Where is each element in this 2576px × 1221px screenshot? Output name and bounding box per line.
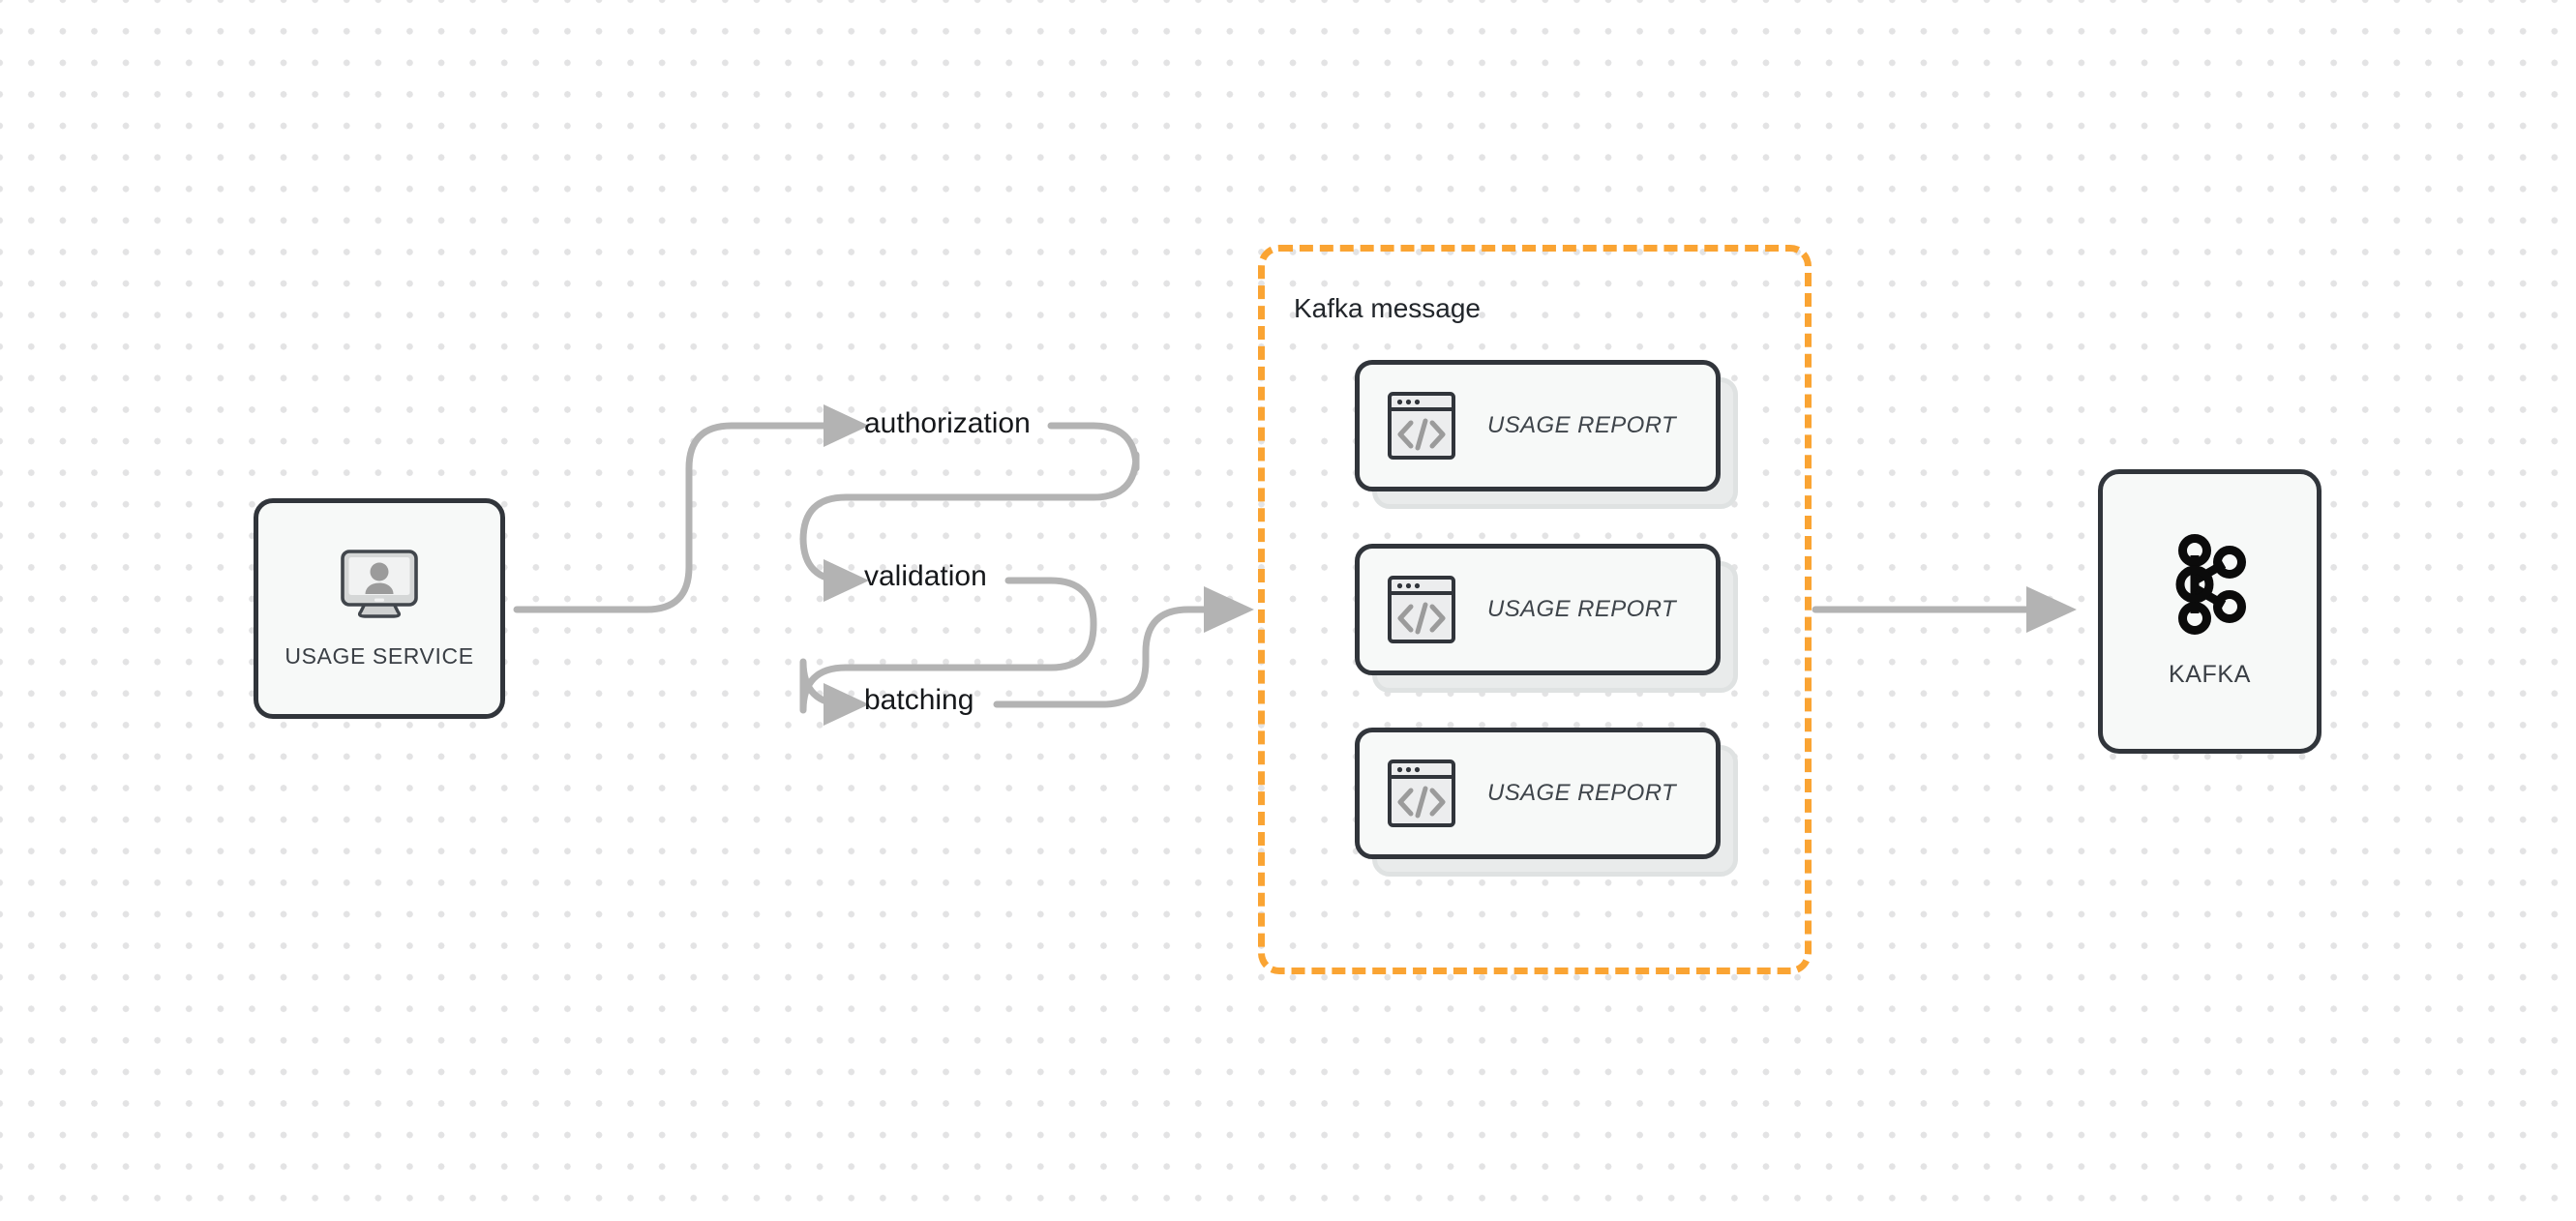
code-window-icon bbox=[1387, 391, 1456, 461]
usage-report-card[interactable]: USAGE REPORT bbox=[1355, 544, 1738, 693]
code-window-icon bbox=[1387, 575, 1456, 644]
node-usage-service[interactable]: USAGE SERVICE bbox=[254, 498, 505, 719]
code-window-icon bbox=[1387, 759, 1456, 828]
group-kafka-message-title: Kafka message bbox=[1294, 293, 1481, 323]
usage-report-card-label: USAGE REPORT bbox=[1487, 596, 1677, 622]
usage-report-card[interactable]: USAGE REPORT bbox=[1355, 728, 1738, 877]
edge-batching-to-kafka-message bbox=[993, 586, 1254, 708]
step-label-authorization: authorization bbox=[864, 407, 1031, 439]
step-label-batching: batching bbox=[864, 684, 974, 716]
group-kafka-message[interactable] bbox=[1258, 245, 1812, 974]
edge-usage-service-to-authorization bbox=[513, 404, 869, 613]
edge-kafka-message-to-kafka bbox=[1812, 586, 2077, 633]
usage-report-card-label: USAGE REPORT bbox=[1487, 412, 1677, 438]
monitor-user-icon bbox=[338, 548, 421, 628]
step-label-validation: validation bbox=[864, 560, 987, 592]
kafka-logo-icon bbox=[2170, 534, 2251, 640]
usage-report-card-label: USAGE REPORT bbox=[1487, 780, 1677, 806]
node-kafka-label: KAFKA bbox=[2169, 661, 2251, 688]
usage-report-card[interactable]: USAGE REPORT bbox=[1355, 360, 1738, 509]
node-usage-service-label: USAGE SERVICE bbox=[285, 643, 474, 669]
node-kafka[interactable]: KAFKA bbox=[2098, 469, 2321, 754]
